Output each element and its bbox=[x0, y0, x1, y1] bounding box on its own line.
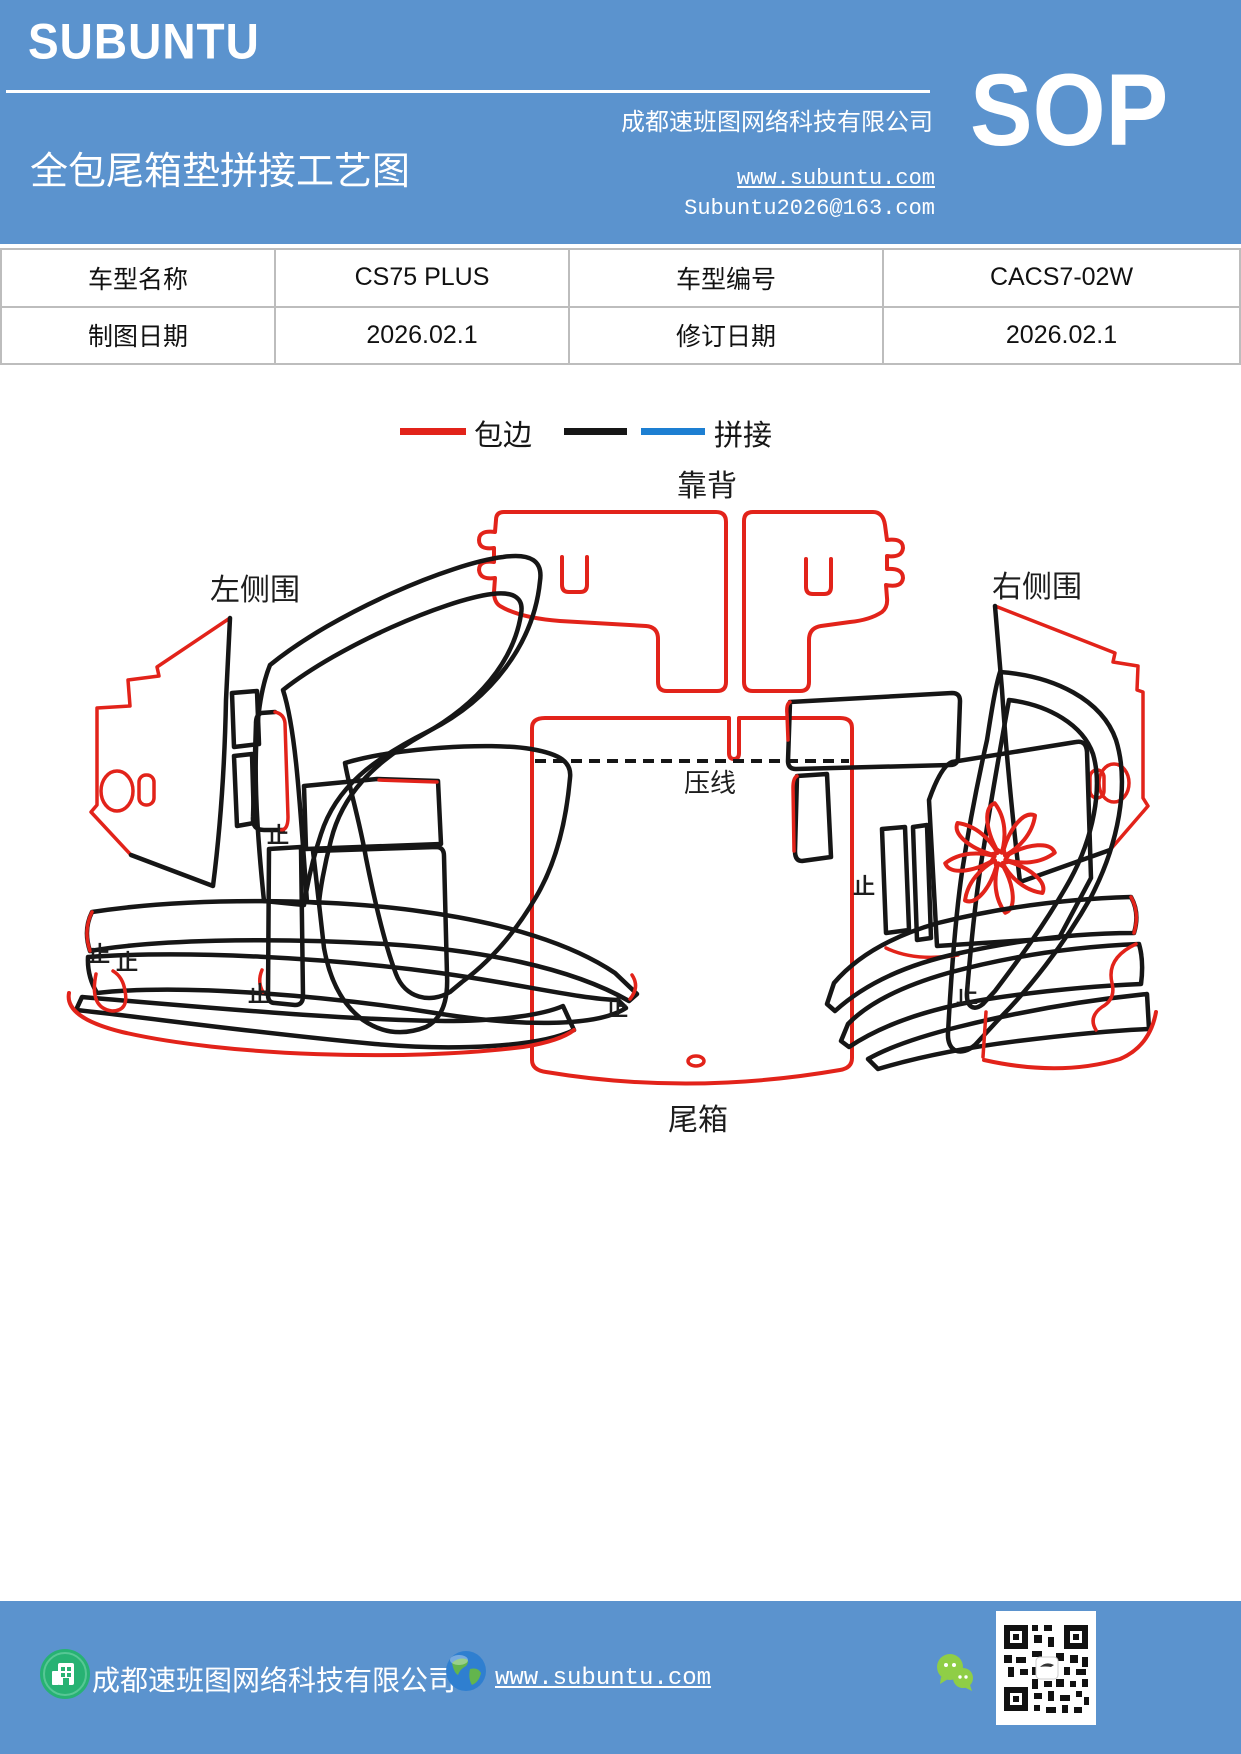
model-name-label: 车型名称 bbox=[0, 248, 276, 308]
pinwheel-cutout bbox=[943, 801, 1057, 915]
globe-icon bbox=[446, 1651, 486, 1691]
footer-band: 成都速班图网络科技有限公司 www.subuntu.com bbox=[0, 1601, 1241, 1754]
page-title: 全包尾箱垫拼接工艺图 bbox=[30, 151, 411, 193]
stop-mark: 止 bbox=[248, 982, 270, 1007]
trunk-label: 尾箱 bbox=[668, 1104, 728, 1137]
header-divider bbox=[6, 90, 930, 93]
header-email[interactable]: Subuntu2026@163.com bbox=[684, 196, 935, 221]
trunk-hole bbox=[686, 1054, 706, 1068]
stop-marks: 止 止 止 止 止 止 止 bbox=[88, 823, 978, 1021]
header-company-name: 成都速班图网络科技有限公司 bbox=[621, 110, 933, 136]
table-row: 制图日期 2026.02.1 修订日期 2026.02.1 bbox=[0, 305, 1241, 365]
stop-mark: 止 bbox=[853, 874, 875, 899]
footer-company-name: 成都速班图网络科技有限公司 bbox=[92, 1666, 457, 1697]
draw-date-label: 制图日期 bbox=[0, 305, 276, 365]
stop-mark: 止 bbox=[116, 950, 138, 975]
revise-date-label: 修订日期 bbox=[568, 305, 884, 365]
footer-website-link[interactable]: www.subuntu.com bbox=[495, 1665, 712, 1692]
left-side-pieces bbox=[66, 553, 640, 1058]
header-band: SUBUNTU 全包尾箱垫拼接工艺图 成都速班图网络科技有限公司 www.sub… bbox=[0, 0, 1241, 244]
stop-mark: 止 bbox=[606, 996, 628, 1021]
model-name-value: CS75 PLUS bbox=[274, 248, 570, 308]
sop-badge: SOP bbox=[970, 53, 1169, 167]
header-website-link[interactable]: www.subuntu.com bbox=[736, 166, 935, 191]
left-side-label: 左侧围 bbox=[210, 574, 300, 607]
splice-black-swatch bbox=[564, 428, 627, 435]
stop-mark: 止 bbox=[88, 942, 110, 967]
vehicle-info-table: 车型名称 CS75 PLUS 车型编号 CACS7-02W 制图日期 2026.… bbox=[0, 248, 1241, 365]
company-building-icon bbox=[40, 1649, 90, 1699]
qr-code bbox=[996, 1611, 1096, 1725]
revise-date-value: 2026.02.1 bbox=[882, 305, 1241, 365]
edge-binding-label: 包边 bbox=[474, 420, 533, 452]
right-side-label: 右侧围 bbox=[992, 571, 1082, 604]
stop-mark: 止 bbox=[267, 823, 289, 848]
edge-binding-swatch bbox=[400, 428, 466, 435]
backrest-label: 靠背 bbox=[677, 470, 737, 503]
splice-blue-swatch bbox=[641, 428, 705, 435]
draw-date-value: 2026.02.1 bbox=[274, 305, 570, 365]
right-side-pieces bbox=[785, 603, 1158, 1072]
brand-logo: SUBUNTU bbox=[28, 13, 260, 70]
press-line-label: 压线 bbox=[684, 769, 736, 798]
splice-label: 拼接 bbox=[714, 420, 773, 452]
backrest-pieces bbox=[477, 510, 905, 693]
legend: 包边 拼接 bbox=[0, 404, 1241, 454]
model-code-label: 车型编号 bbox=[568, 248, 884, 308]
table-row: 车型名称 CS75 PLUS 车型编号 CACS7-02W bbox=[0, 248, 1241, 308]
model-code-value: CACS7-02W bbox=[882, 248, 1241, 308]
wechat-icon bbox=[937, 1654, 973, 1691]
trunk-piece bbox=[530, 716, 854, 1086]
stop-mark: 止 bbox=[956, 983, 978, 1008]
